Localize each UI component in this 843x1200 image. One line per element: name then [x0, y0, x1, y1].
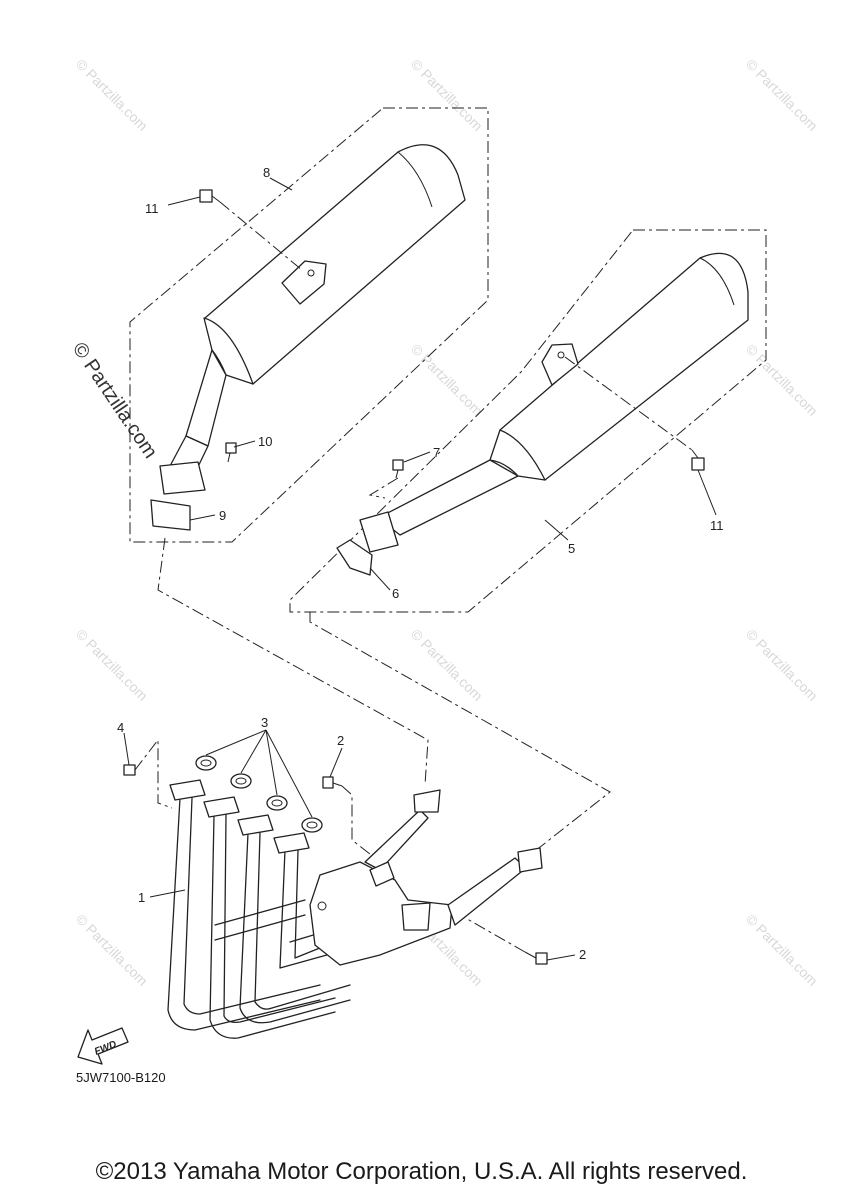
nut-leader — [134, 738, 173, 809]
partzilla-watermark: © Partzilla.com — [68, 338, 162, 462]
clamp-bolt-left — [225, 442, 237, 463]
bolt-line-left-mount — [219, 201, 303, 271]
exhaust-port-gaskets — [195, 755, 323, 833]
callout-7: 7 — [433, 445, 440, 460]
muffler-mount-bolt-right — [691, 449, 705, 471]
left-muffler-group-outline — [129, 107, 489, 543]
header-bolt-lower-line — [454, 911, 526, 953]
exhaust-flange-nut — [123, 764, 136, 776]
right-pipe-gasket — [336, 539, 373, 576]
watermark-tile: © Partzilla.com — [743, 626, 821, 704]
right-muffler-group-outline — [289, 229, 767, 613]
callout-4: 4 — [117, 720, 124, 735]
diagram-code: 5JW7100-B120 — [76, 1070, 166, 1085]
callout-10: 10 — [258, 434, 272, 449]
clamp-bolt-right — [392, 459, 404, 479]
callout-5: 5 — [568, 541, 575, 556]
header-bolt-upper-line — [341, 785, 376, 859]
exhaust-diagram: © Partzilla.com © Partzilla.com © Partzi… — [68, 56, 821, 1065]
watermark-tile: © Partzilla.com — [743, 341, 821, 419]
watermark-tile: © Partzilla.com — [408, 56, 486, 134]
callout-2-lower: 2 — [579, 947, 586, 962]
watermark-tile: © Partzilla.com — [408, 341, 486, 419]
watermark-tile: © Partzilla.com — [73, 626, 151, 704]
bolt-line-right-mount — [564, 356, 693, 451]
watermark-tile: © Partzilla.com — [743, 56, 821, 134]
connector-line-right — [309, 612, 611, 856]
watermark-tile: © Partzilla.com — [408, 626, 486, 704]
callout-2-upper: 2 — [337, 733, 344, 748]
callout-3: 3 — [261, 715, 268, 730]
bolt-line-right-clamp — [368, 477, 399, 499]
watermark-tile: © Partzilla.com — [743, 911, 821, 989]
watermark-tile: © Partzilla.com — [73, 56, 151, 134]
copyright-notice: ©2013 Yamaha Motor Corporation, U.S.A. A… — [95, 1158, 748, 1185]
right-muffler — [359, 252, 749, 553]
callout-11-right: 11 — [710, 518, 724, 533]
muffler-mount-bolt-left — [199, 189, 221, 203]
callout-9: 9 — [219, 508, 226, 523]
forward-arrow-icon: FWD — [77, 1027, 129, 1065]
connector-line-left — [157, 537, 429, 786]
callout-8: 8 — [263, 165, 270, 180]
callout-11-left: 11 — [145, 201, 159, 216]
watermark-tile: © Partzilla.com — [73, 911, 151, 989]
header-bolt-lower — [524, 951, 548, 965]
callout-1: 1 — [138, 890, 145, 905]
exhaust-header-assembly — [167, 779, 543, 1039]
left-muffler — [159, 144, 466, 495]
callout-6: 6 — [392, 586, 399, 601]
header-bolt-upper — [322, 776, 343, 789]
leader-lines — [123, 177, 717, 961]
left-pipe-gasket — [150, 499, 191, 531]
